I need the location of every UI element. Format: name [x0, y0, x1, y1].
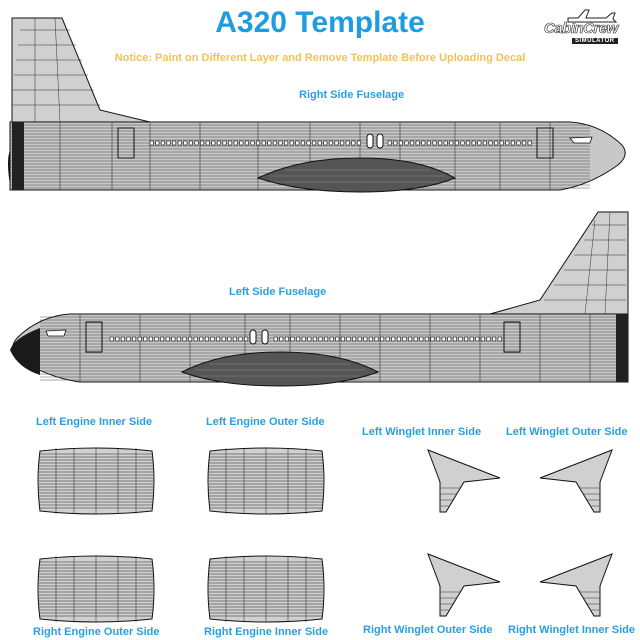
left-engine-inner-label: Left Engine Inner Side	[36, 416, 153, 428]
logo-subtitle: SIMULATOR	[572, 38, 618, 44]
right-engine-outer-panel	[37, 555, 155, 623]
left-engine-inner-panel	[37, 447, 155, 515]
left-engine-outer-label: Left Engine Outer Side	[206, 416, 325, 428]
right-fuselage-label: Right Side Fuselage	[299, 89, 405, 101]
left-fuselage-label: Left Side Fuselage	[229, 286, 327, 298]
airplane-logo-icon	[567, 9, 618, 23]
right-engine-inner-label: Right Engine Inner Side	[204, 626, 329, 638]
right-winglet-outer-shape	[427, 553, 501, 617]
left-winglet-inner-shape	[427, 449, 501, 513]
left-engine-outer-panel	[207, 447, 325, 515]
right-engine-inner-panel	[207, 555, 325, 623]
left-fuselage-template	[10, 211, 629, 387]
page-title: A320 Template	[215, 6, 425, 39]
notice-text: Notice: Paint on Different Layer and Rem…	[114, 52, 526, 64]
left-winglet-inner-label: Left Winglet Inner Side	[362, 426, 482, 438]
right-fuselage-template	[8, 17, 626, 193]
right-winglet-inner-shape	[539, 553, 613, 617]
left-winglet-outer-shape	[539, 449, 613, 513]
logo-wordmark: CabinCrew	[544, 20, 619, 38]
right-winglet-inner-label: Right Winglet Inner Side	[508, 624, 636, 636]
left-winglet-outer-label: Left Winglet Outer Side	[506, 426, 628, 438]
right-winglet-outer-label: Right Winglet Outer Side	[363, 624, 493, 636]
cabin-crew-logo: CabinCrew SIMULATOR	[538, 8, 632, 50]
right-engine-outer-label: Right Engine Outer Side	[33, 626, 160, 638]
